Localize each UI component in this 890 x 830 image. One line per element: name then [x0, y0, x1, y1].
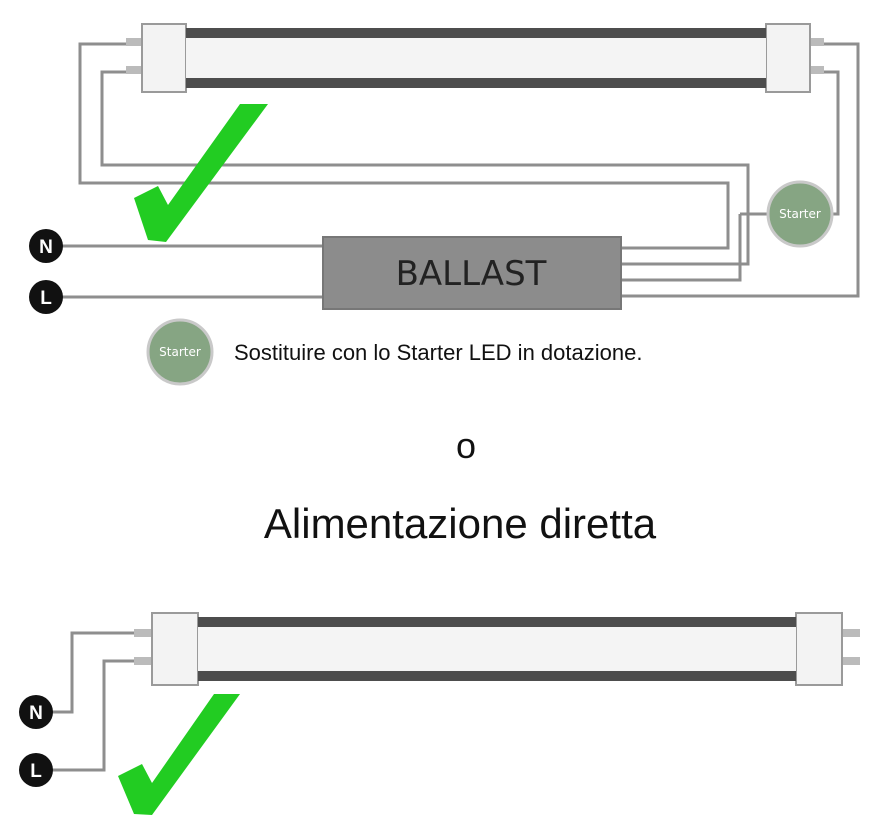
bottom-wires [52, 631, 134, 772]
led-tube-icon [134, 612, 860, 686]
neutral-node: N [19, 695, 53, 729]
line-letter: L [40, 288, 52, 309]
line-node: L [19, 753, 53, 787]
starter-note: Starter Sostituire con lo Starter LED in… [146, 318, 642, 386]
line-letter: L [30, 761, 42, 782]
starter-label: Starter [779, 207, 821, 221]
neutral-node: N [29, 229, 63, 263]
neutral-letter: N [39, 237, 53, 258]
separator-text: o [456, 425, 476, 466]
line-node: L [29, 280, 63, 314]
starter-note-label: Starter [159, 345, 201, 359]
direct-title: Alimentazione diretta [264, 500, 657, 547]
ballast-label: BALLAST [396, 254, 547, 294]
check-icon [134, 104, 268, 242]
starter-icon: Starter [766, 180, 834, 248]
ballast-box: BALLAST [322, 236, 622, 310]
starter-icon [146, 318, 214, 386]
note-text: Sostituire con lo Starter LED in dotazio… [234, 340, 642, 365]
top-wires [62, 42, 860, 299]
neutral-letter: N [29, 703, 43, 724]
led-tube-icon [126, 23, 824, 93]
check-icon [118, 694, 240, 815]
